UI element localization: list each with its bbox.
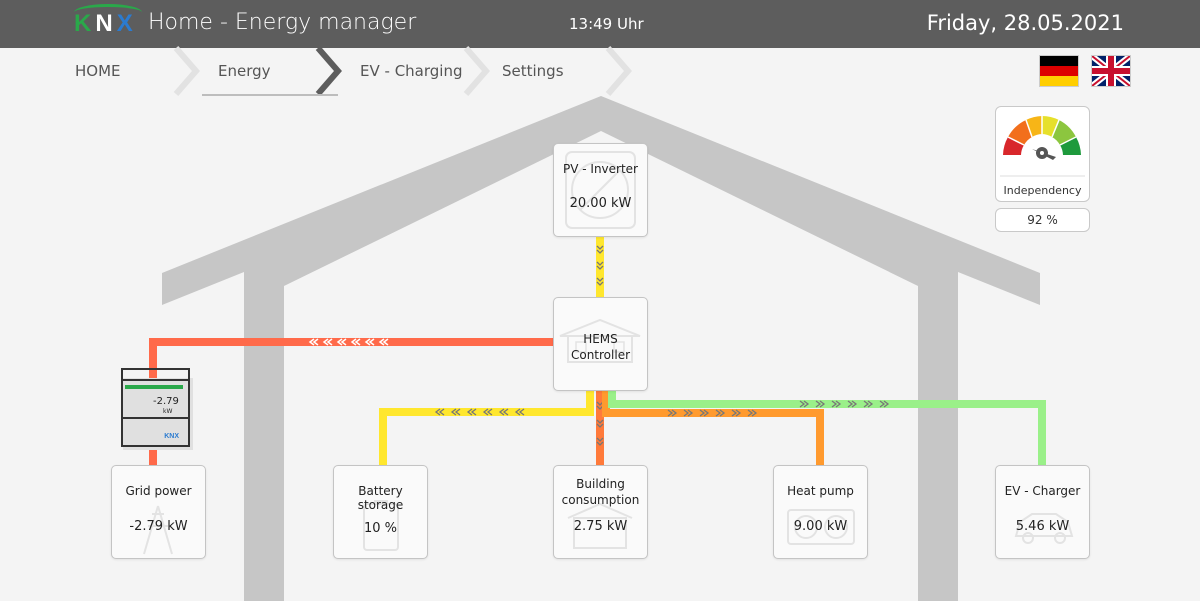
hems-label-line1: HEMS: [583, 332, 618, 346]
meter-display-value: -2.79: [153, 396, 179, 407]
app-title: Home - Energy manager: [148, 10, 417, 35]
hems-label-line2: Controller: [570, 348, 631, 362]
building-icon: [567, 502, 633, 549]
grid-power-card[interactable]: Grid power -2.79 kW: [111, 465, 206, 559]
german-flag-button[interactable]: [1039, 55, 1079, 87]
date-display: Friday, 28.05.2021: [926, 11, 1124, 35]
top-bar: KNX Home - Energy manager 13:49 Uhr Frid…: [0, 0, 1200, 48]
svg-text:KNX: KNX: [164, 433, 179, 440]
pv-inverter-card[interactable]: PV - Inverter 20.00 kW: [553, 143, 648, 237]
building-label-line1: Building: [576, 477, 625, 491]
flow-arrows-battery: [434, 408, 525, 416]
battery-storage-label: Battery storage: [357, 484, 404, 512]
flow-arrows-heatpump: [667, 409, 758, 417]
independency-label: Independency: [1003, 184, 1082, 197]
independency-gauge-card[interactable]: Independency: [995, 106, 1090, 202]
clock: 13:49 Uhr: [569, 15, 644, 33]
heat-pump-card[interactable]: Heat pump 9.00 kW: [773, 465, 868, 559]
pv-inverter-value: 20.00 kW: [569, 196, 632, 211]
nav-ev-charging[interactable]: EV - Charging: [360, 62, 463, 80]
knx-logo: KNX: [74, 10, 137, 37]
battery-storage-card[interactable]: Battery storage 10 %: [333, 465, 428, 559]
house-outline: [162, 96, 1040, 601]
building-consumption-value: 2.75 kW: [573, 519, 628, 534]
nav-settings[interactable]: Settings: [502, 62, 564, 80]
breadcrumb: HOME Energy EV - Charging Settings: [60, 48, 640, 96]
battery-icon: [363, 500, 399, 551]
hems-controller-card[interactable]: HEMS Controller: [553, 297, 648, 391]
nav-home[interactable]: HOME: [75, 62, 121, 80]
car-icon: [1014, 513, 1074, 544]
building-label-line2: consumption: [561, 493, 640, 507]
battery-storage-value: 10 %: [363, 521, 398, 536]
heat-pump-value: 9.00 kW: [793, 519, 848, 534]
german-flag-icon: [1040, 56, 1078, 86]
building-consumption-card[interactable]: Building consumption 2.75 kW: [553, 465, 648, 559]
gauge-icon: [1000, 116, 1085, 177]
grid-power-label: Grid power: [125, 484, 192, 498]
pv-inverter-label: PV - Inverter: [563, 162, 638, 176]
ev-charger-card[interactable]: EV - Charger 5.46 kW: [995, 465, 1090, 559]
flow-line-grid: [149, 338, 553, 465]
flow-line-battery: [379, 391, 594, 465]
energy-meter: KNX -2.79 kW: [121, 368, 193, 450]
energy-meter-icon: KNX: [121, 368, 193, 450]
independency-value: 92 %: [995, 208, 1090, 232]
nav-energy[interactable]: Energy: [202, 48, 338, 96]
power-tower-icon: [143, 505, 173, 555]
uk-flag-icon: [1092, 56, 1130, 86]
ev-charger-value: 5.46 kW: [1015, 519, 1070, 534]
house-controller-icon: [559, 318, 641, 363]
uk-flag-button[interactable]: [1091, 55, 1131, 87]
ev-charger-label: EV - Charger: [1004, 484, 1081, 498]
flow-arrows-ev: [799, 400, 890, 408]
heat-pump-label: Heat pump: [787, 484, 854, 498]
grid-power-value: -2.79 kW: [129, 519, 188, 534]
meter-display-unit: kW: [163, 408, 173, 415]
inverter-icon: [565, 151, 636, 229]
flow-arrows-grid: [308, 338, 389, 346]
flow-line-ev: [608, 391, 1046, 465]
knx-logo-arc: [74, 4, 142, 21]
flow-line-heatpump: [602, 391, 824, 465]
flow-arrows-pv: [596, 245, 604, 286]
heat-pump-icon: [787, 509, 855, 545]
